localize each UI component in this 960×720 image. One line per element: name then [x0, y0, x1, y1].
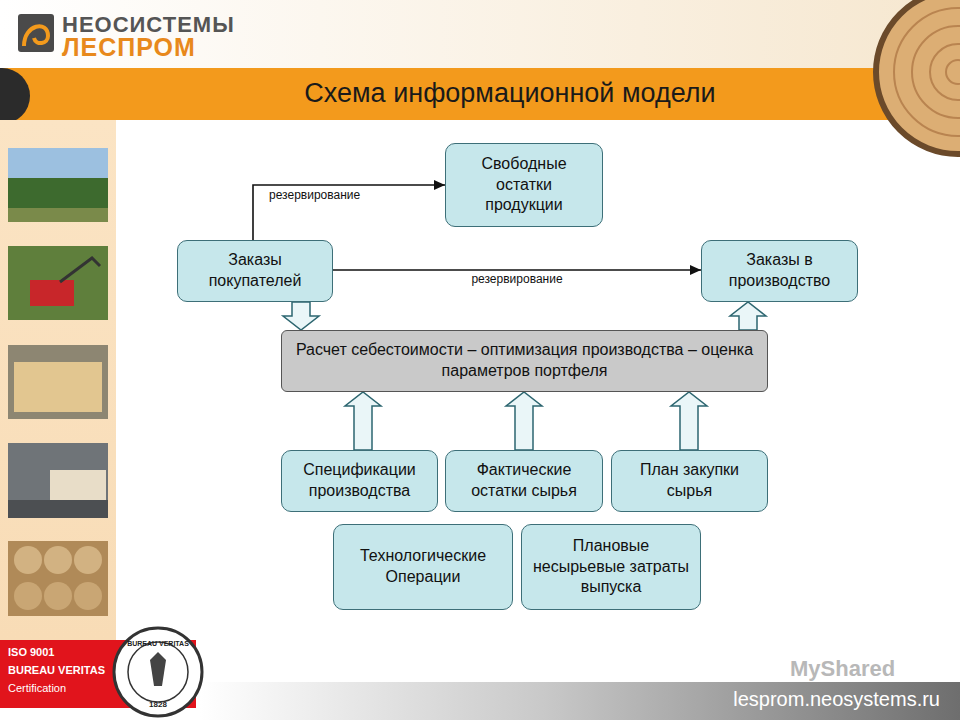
block-arrow: [345, 392, 381, 450]
process-box: Заказы покупателей: [177, 240, 333, 302]
process-box: План закупки сырья: [611, 450, 768, 512]
box-text: Технологические Операции: [344, 546, 502, 588]
photo-ground: [8, 208, 108, 222]
process-box: Плановые несырьевые затраты выпуска: [521, 524, 701, 610]
watermark: MyShared: [790, 656, 895, 682]
process-box: Фактические остатки сырья: [445, 450, 603, 512]
connector: [506, 392, 542, 450]
wood-ring: [930, 44, 960, 100]
photo-roll: [44, 582, 72, 610]
cert-seal: [114, 628, 202, 716]
edge-label: резервирование: [469, 272, 564, 286]
photo-floor: [8, 500, 108, 518]
process-box: Свободные остатки продукции: [445, 143, 603, 227]
photo-stack: [50, 470, 106, 500]
box-text: Свободные остатки продукции: [456, 154, 592, 216]
box-text: Спецификации производства: [292, 460, 427, 502]
wood-slice: [876, 0, 960, 154]
box-text: Заказы в производство: [712, 250, 847, 292]
wood-ring: [894, 8, 960, 136]
wood-ring: [912, 26, 960, 118]
box-text: Плановые несырьевые затраты выпуска: [532, 536, 690, 598]
band-cap: [0, 68, 30, 124]
photo-shed: [8, 345, 108, 419]
connector-line: [333, 269, 701, 271]
photo-roll: [14, 546, 42, 574]
side-column: [0, 120, 116, 640]
cert-figure: [150, 652, 166, 686]
photo-sky: [8, 148, 108, 222]
cert-text: 1828: [138, 700, 178, 709]
footer-bar: [200, 682, 960, 720]
footer-url: lesprom.neosystems.ru: [660, 688, 940, 711]
process-box: Заказы в производство: [701, 240, 858, 302]
photo-roll: [14, 582, 42, 610]
edge-label: резервирование: [267, 188, 362, 202]
photo-warehouse: [8, 443, 108, 518]
block-arrow: [283, 302, 319, 330]
photo-roll: [74, 546, 102, 574]
cert-text: BUREAU VERITAS: [118, 640, 198, 647]
photo-roll: [74, 582, 102, 610]
photo-roll: [44, 546, 72, 574]
cert-text: BUREAU VERITAS: [8, 664, 105, 676]
process-box: Технологические Операции: [333, 524, 513, 610]
block-arrow: [671, 392, 707, 450]
photo-ground: [8, 246, 108, 320]
logo-swirl: [24, 26, 48, 46]
cert-text: ISO 9001: [8, 646, 54, 658]
arrow-head: [690, 265, 701, 275]
box-text: Фактические остатки сырья: [456, 460, 592, 502]
process-band: Расчет себестоимости – оптимизация произ…: [281, 330, 768, 392]
photo-rolls: [8, 541, 108, 616]
box-text: Расчет себестоимости – оптимизация произ…: [292, 340, 757, 382]
diagram-title: Схема информационной модели: [120, 78, 900, 109]
connector-line: [253, 185, 445, 240]
logo-text: ЛЕСПРОМ: [62, 33, 196, 62]
block-arrow: [730, 302, 766, 330]
box-text: План закупки сырья: [622, 460, 757, 502]
photo-boards: [14, 362, 102, 412]
connector: [283, 302, 319, 330]
wood-ring: [946, 60, 960, 84]
arrow-head: [434, 180, 445, 190]
logo-icon: [18, 14, 54, 52]
box-text: Заказы покупателей: [188, 250, 322, 292]
cert-seal-ring: [128, 642, 188, 702]
photo-machine: [30, 280, 74, 306]
process-box: Спецификации производства: [281, 450, 438, 512]
photo-hall: [8, 443, 108, 518]
photo-forest: [8, 148, 108, 222]
title-band: [0, 68, 960, 120]
connector: [253, 180, 445, 240]
connector: [671, 392, 707, 450]
wood-bark: [876, 0, 960, 154]
photo-rolls-ground: [8, 541, 108, 616]
connector: [345, 392, 381, 450]
cert-text: Certification: [8, 682, 66, 694]
photo-trees: [8, 178, 108, 222]
photo-harvester: [8, 246, 108, 320]
connector: [730, 302, 766, 330]
header-ground: [0, 0, 960, 68]
photo-lumber: [8, 345, 108, 419]
photo-crane: [60, 258, 100, 282]
block-arrow: [506, 392, 542, 450]
